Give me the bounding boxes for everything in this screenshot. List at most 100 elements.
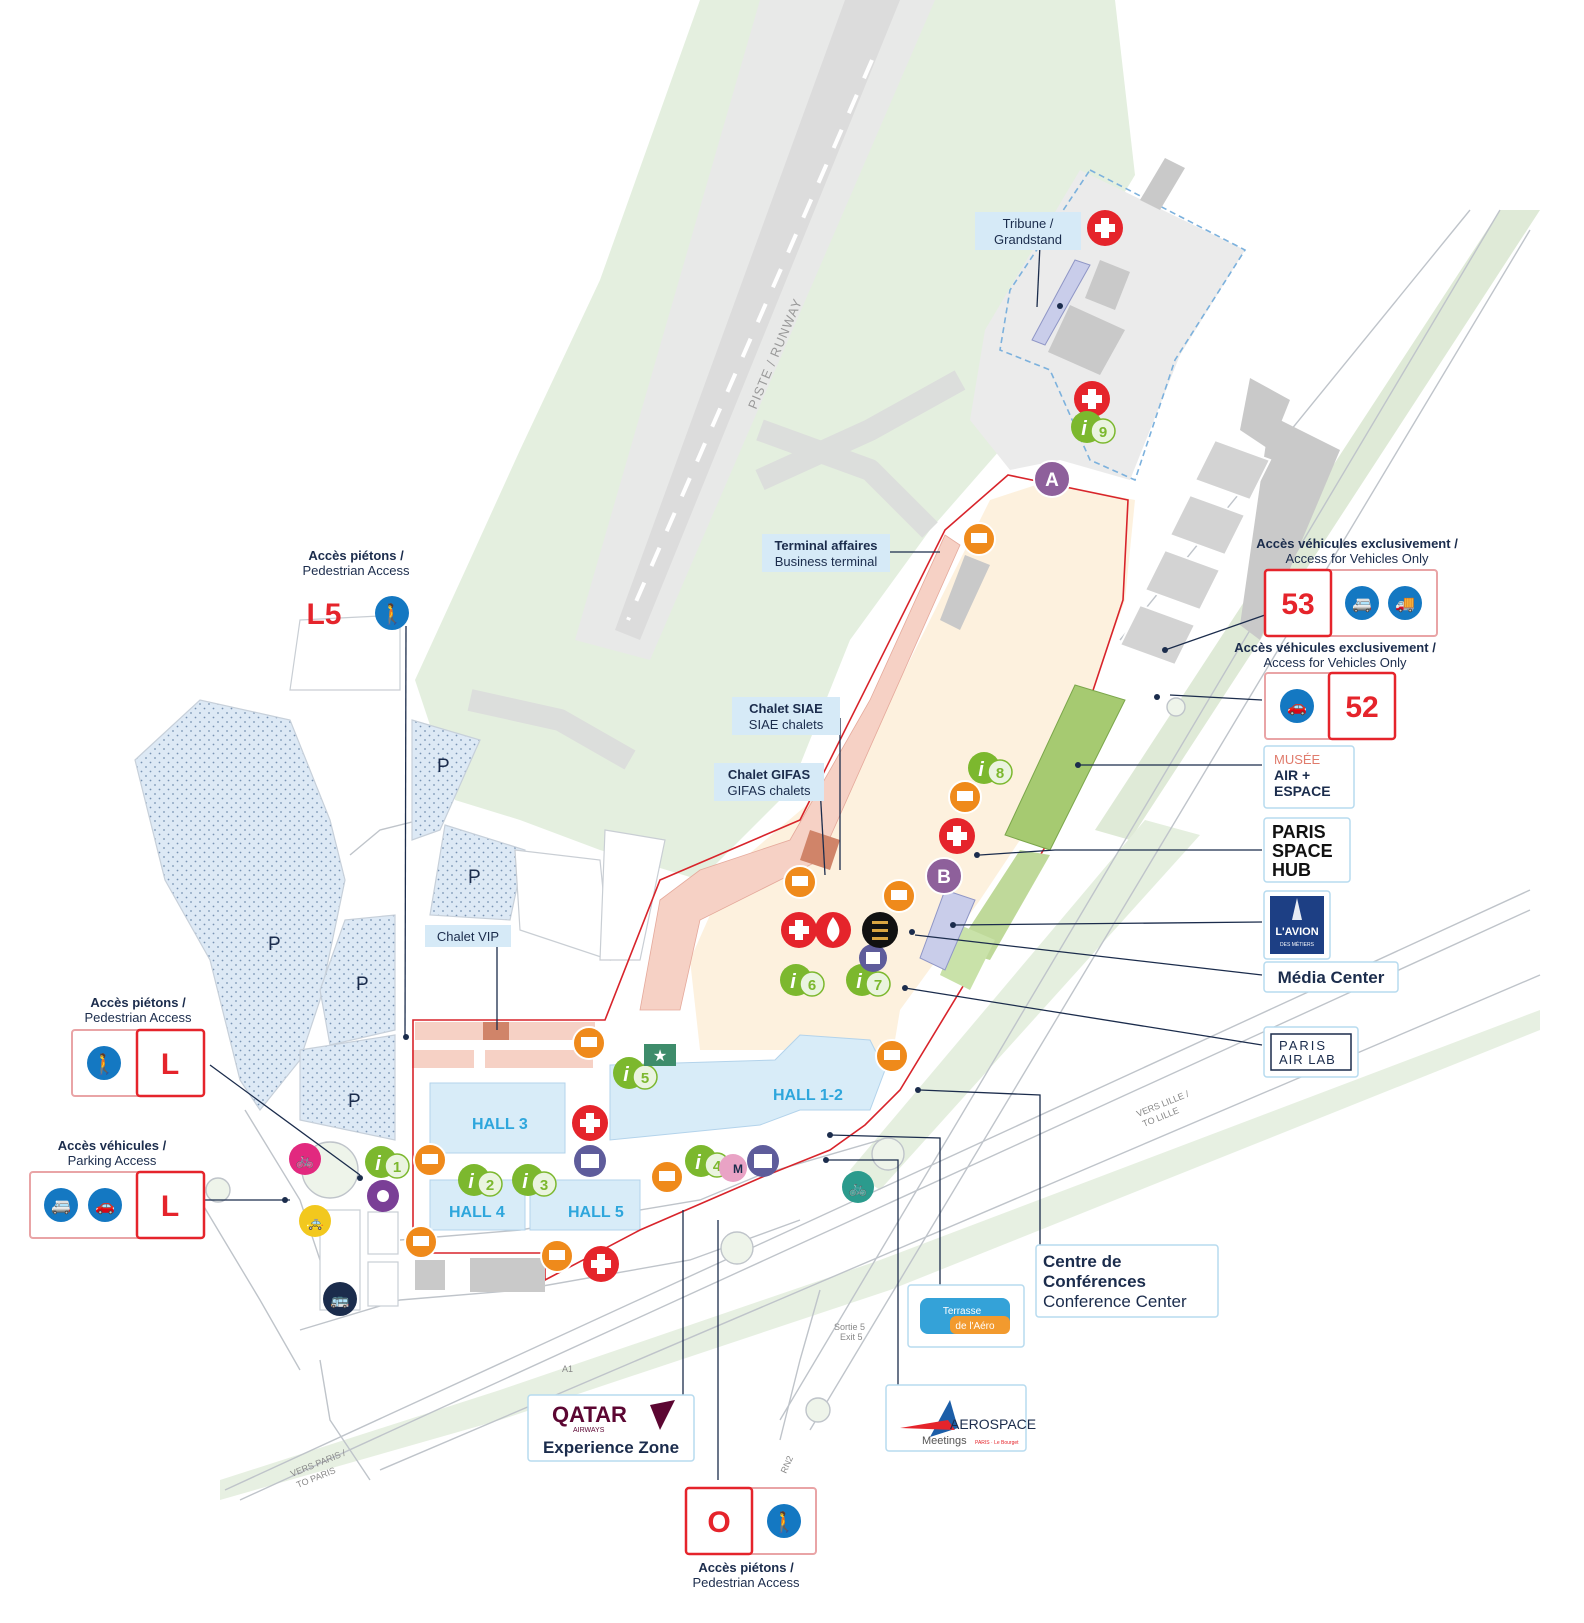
food-truck-icon[interactable]	[783, 865, 817, 899]
services-icon[interactable]	[367, 1180, 399, 1212]
pedestrian-icon	[375, 596, 409, 630]
qatar-experience-zone-logo[interactable]: QATAR AIRWAYS Experience Zone	[527, 1394, 695, 1462]
first-aid-icon[interactable]	[583, 1246, 619, 1282]
aerospace-meetings-logo[interactable]: AEROSPACE Meetings PARIS · Le Bourget	[885, 1384, 1036, 1452]
access-o-title: Accès piétons /	[698, 1560, 794, 1575]
food-truck-icon[interactable]	[404, 1225, 438, 1259]
star-icon[interactable]: ★	[644, 1044, 676, 1066]
food-truck-icon[interactable]	[875, 1039, 909, 1073]
access-o[interactable]: O 🚶 Accès piétons / Pedestrian Access	[684, 1486, 817, 1590]
van-icon	[1345, 586, 1379, 620]
qatar-line1: QATAR	[552, 1402, 627, 1427]
gate-b-letter: B	[937, 867, 951, 888]
food-truck-icon[interactable]	[962, 522, 996, 556]
space-hub-line1: PARIS	[1272, 822, 1326, 842]
access-l-veh-code: L	[161, 1190, 179, 1223]
avion-des-metiers-logo[interactable]: L'AVION DES MÉTIERS	[1263, 890, 1331, 960]
info-glyph: i	[468, 1171, 474, 1193]
food-truck-icon[interactable]	[948, 780, 982, 814]
bus-icon[interactable]: 🚌	[323, 1282, 357, 1316]
food-truck-icon[interactable]	[540, 1239, 574, 1273]
shop-markers	[367, 944, 887, 1212]
press-icon[interactable]	[859, 944, 887, 972]
access-l5[interactable]: Accès piétons / Pedestrian Access L5 🚶	[303, 548, 410, 631]
conference-center-label[interactable]: Centre de Conférences Conference Center	[1035, 1244, 1219, 1318]
info-number: 8	[996, 765, 1004, 782]
media-center-label[interactable]: Média Center	[1263, 961, 1399, 993]
food-truck-icon[interactable]	[650, 1160, 684, 1194]
hall-3	[429, 1082, 566, 1154]
pedestrian-icon	[87, 1046, 121, 1080]
pedestrian-icon	[767, 1504, 801, 1538]
aerospace-line3: PARIS · Le Bourget	[975, 1440, 1019, 1446]
terminal-label: Terminal affaires Business terminal	[762, 534, 890, 572]
access-l-pedestrian[interactable]: Accès piétons / Pedestrian Access 🚶 L	[71, 995, 206, 1098]
gate-b-marker[interactable]: B	[925, 857, 963, 895]
van-icon-glyph: 🚐	[1352, 596, 1372, 613]
shop-icon[interactable]	[747, 1145, 779, 1177]
first-aid-icon[interactable]	[939, 818, 975, 854]
conference-line2: Conférences	[1043, 1272, 1146, 1291]
food-truck-icon[interactable]	[572, 1026, 606, 1060]
metro-letter: M	[733, 1162, 743, 1176]
info-glyph: i	[978, 759, 984, 781]
paris-space-hub-logo[interactable]: PARIS SPACE HUB	[1263, 817, 1351, 883]
info-glyph: i	[623, 1064, 629, 1086]
fire-icon[interactable]	[815, 912, 851, 948]
info-number: 5	[641, 1070, 649, 1087]
space-hub-line2: SPACE	[1272, 841, 1333, 861]
hall-1-2-label: HALL 1-2	[773, 1087, 843, 1104]
paris-air-lab-logo[interactable]: PARIS AIR LAB	[1263, 1026, 1359, 1078]
gate-a-marker[interactable]: A	[1033, 460, 1071, 498]
first-aid-icon[interactable]	[781, 912, 817, 948]
rn2-label: RN2	[779, 1454, 795, 1475]
info-number: 1	[393, 1159, 401, 1176]
taxi-icon[interactable]: 🚕	[299, 1205, 331, 1237]
exit5-line1: Sortie 5	[834, 1322, 865, 1332]
parking-label: P	[348, 1091, 361, 1112]
terrasse-line2: de l'Aéro	[955, 1321, 995, 1332]
parking-mid2	[299, 1034, 396, 1141]
green-east	[955, 850, 1050, 960]
bike-station-icon[interactable]: 🚲	[842, 1171, 874, 1203]
access-52-title: Accès véhicules exclusivement /	[1234, 640, 1436, 655]
grandstand	[1031, 259, 1091, 346]
gate-a-letter: A	[1045, 470, 1059, 491]
access-52-subtitle: Access for Vehicles Only	[1263, 655, 1407, 670]
info-number: 6	[808, 977, 816, 994]
tribune-label-line1: Tribune /	[1003, 216, 1054, 231]
first-aid-markers	[572, 210, 1123, 1282]
info-number: 3	[540, 1177, 548, 1194]
chalet-vip-label: Chalet VIP	[425, 925, 511, 947]
shop-icon[interactable]	[574, 1145, 606, 1177]
terrasse-aero-logo[interactable]: Terrasse de l'Aéro	[907, 1284, 1025, 1348]
musee-air-espace-logo[interactable]: MUSÉE AIR + ESPACE	[1263, 745, 1355, 809]
food-truck-icon[interactable]	[413, 1143, 447, 1177]
runway-centerline	[626, 59, 874, 621]
pedestrian-icon-glyph: 🚶	[772, 1510, 797, 1534]
aerospace-line1: AEROSPACE	[950, 1416, 1036, 1432]
access-l-vehicle[interactable]: Accès véhicules / Parking Access 🚐 🚗 L	[29, 1138, 206, 1240]
metro-marker[interactable]: M	[719, 1154, 747, 1182]
parking-label: P	[437, 756, 450, 777]
media-center-marker[interactable]	[862, 912, 898, 948]
grass-southeast	[850, 820, 1200, 1190]
access-l-ped-title: Accès piétons /	[90, 995, 186, 1010]
first-aid-icon[interactable]	[1074, 381, 1110, 417]
first-aid-icon[interactable]	[1087, 210, 1123, 246]
access-53[interactable]: Accès véhicules exclusivement / Access f…	[1256, 536, 1458, 638]
bike-rental-icon[interactable]: 🚲	[289, 1143, 321, 1175]
callout-dots	[282, 303, 1168, 1203]
access-52[interactable]: Accès véhicules exclusivement / Access f…	[1234, 640, 1436, 741]
first-aid-icon[interactable]	[572, 1105, 608, 1141]
food-truck-icon[interactable]	[882, 879, 916, 913]
info-glyph: i	[695, 1152, 701, 1174]
